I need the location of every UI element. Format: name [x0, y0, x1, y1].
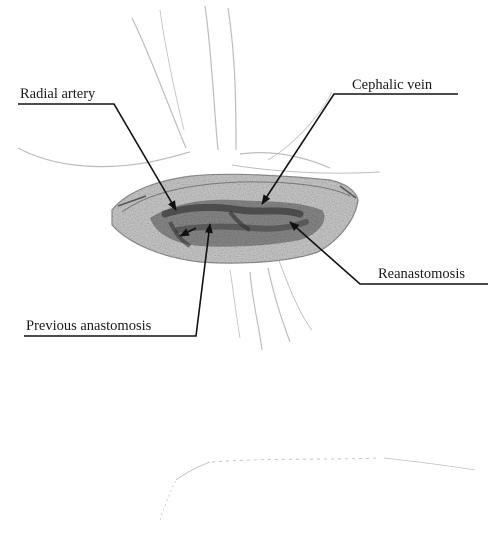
- label-radial-artery: Radial artery: [20, 86, 96, 102]
- label-reanastomosis: Reanastomosis: [378, 266, 465, 282]
- label-cephalic-vein: Cephalic vein: [352, 77, 433, 93]
- label-previous-anastomosis: Previous anastomosis: [26, 318, 152, 334]
